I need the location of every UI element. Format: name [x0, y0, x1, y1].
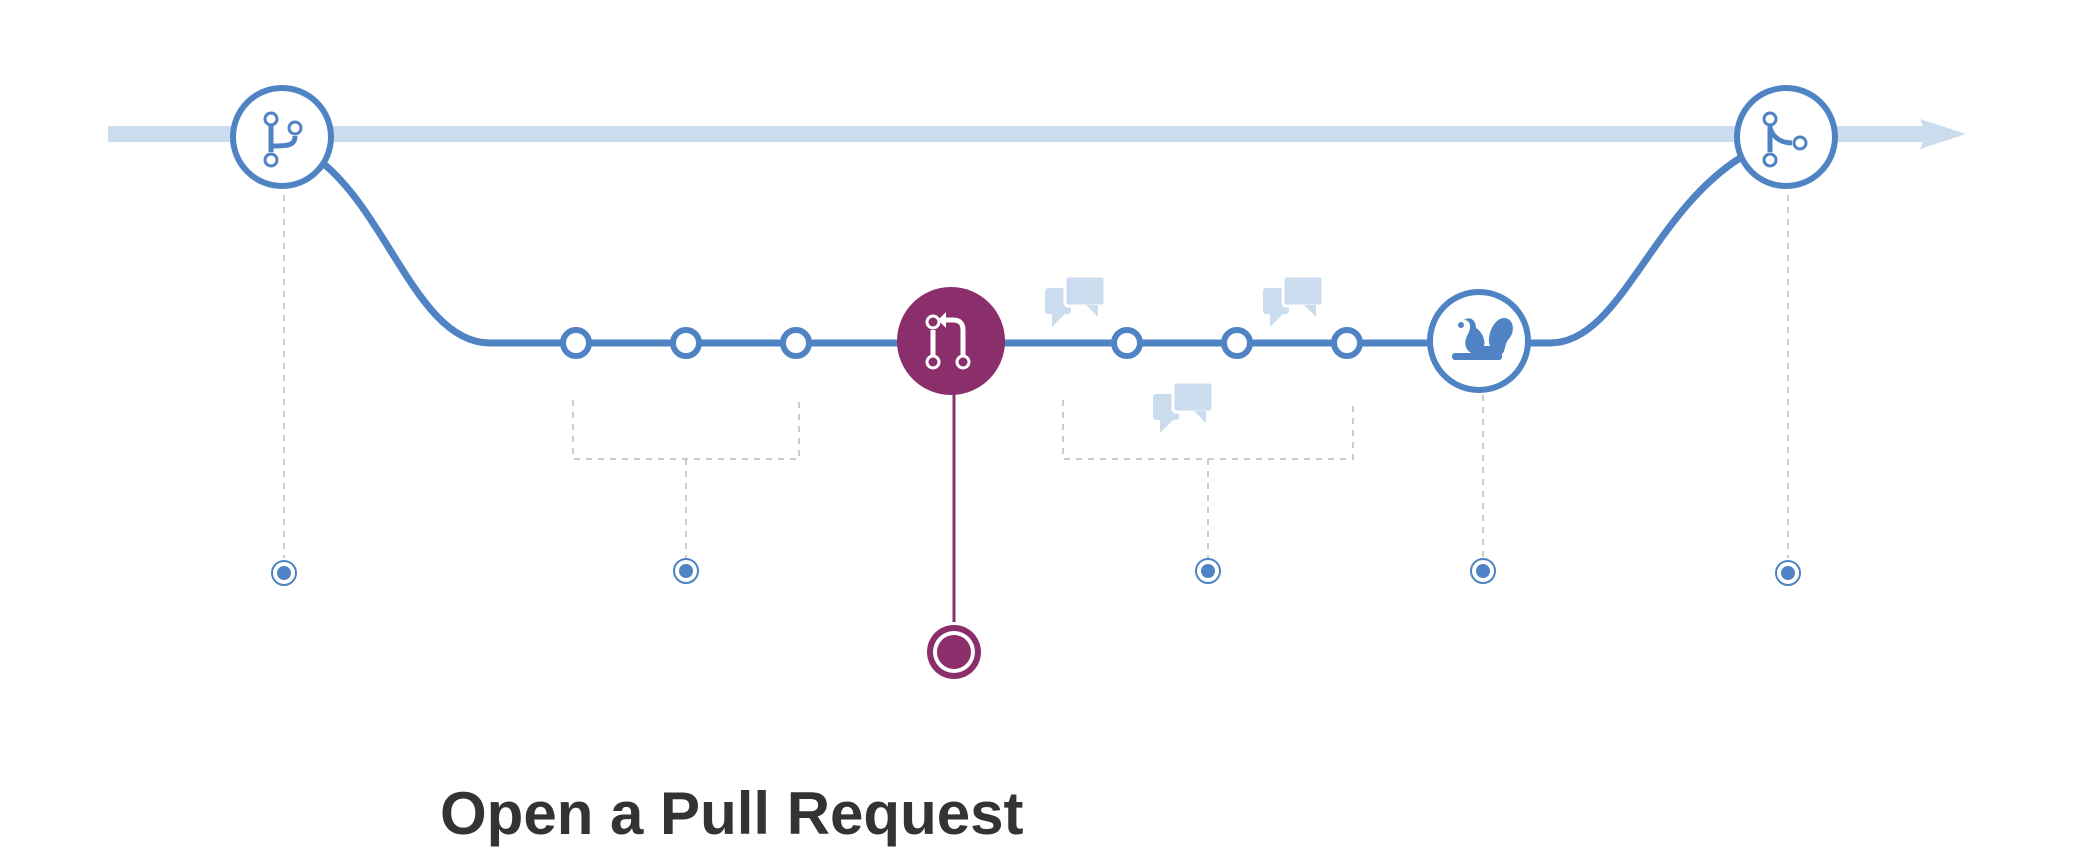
comment-icon	[1153, 380, 1215, 433]
commit-node	[780, 327, 812, 359]
comment-icon	[1045, 274, 1107, 327]
main-branch-line	[108, 119, 1966, 149]
commit-node	[1331, 327, 1363, 359]
step-markers	[271, 558, 1801, 679]
pull-request-node	[897, 287, 1005, 395]
step-marker	[1775, 560, 1801, 586]
commit-nodes	[560, 327, 1363, 359]
deploy-node	[1427, 289, 1531, 393]
merge-icon	[1762, 111, 1808, 168]
commit-node	[1221, 327, 1253, 359]
pull-request-marker	[927, 625, 981, 679]
feature-branch-line	[322, 155, 1742, 347]
commit-node	[1111, 327, 1143, 359]
branch-create-node	[230, 85, 334, 189]
pull-request-icon	[925, 312, 971, 370]
comment-icon	[1263, 274, 1325, 327]
commit-node	[560, 327, 592, 359]
section-title: Open a Pull Request	[440, 780, 1024, 847]
commit-node	[670, 327, 702, 359]
step-marker	[1470, 558, 1496, 584]
squirrel-icon	[1452, 318, 1513, 360]
guide-lines	[283, 195, 1789, 558]
merge-node	[1734, 85, 1838, 189]
branch-create-icon	[263, 111, 303, 168]
step-marker	[1195, 558, 1221, 584]
git-flow-diagram	[108, 85, 1966, 679]
step-marker	[271, 560, 297, 586]
step-marker	[673, 558, 699, 584]
